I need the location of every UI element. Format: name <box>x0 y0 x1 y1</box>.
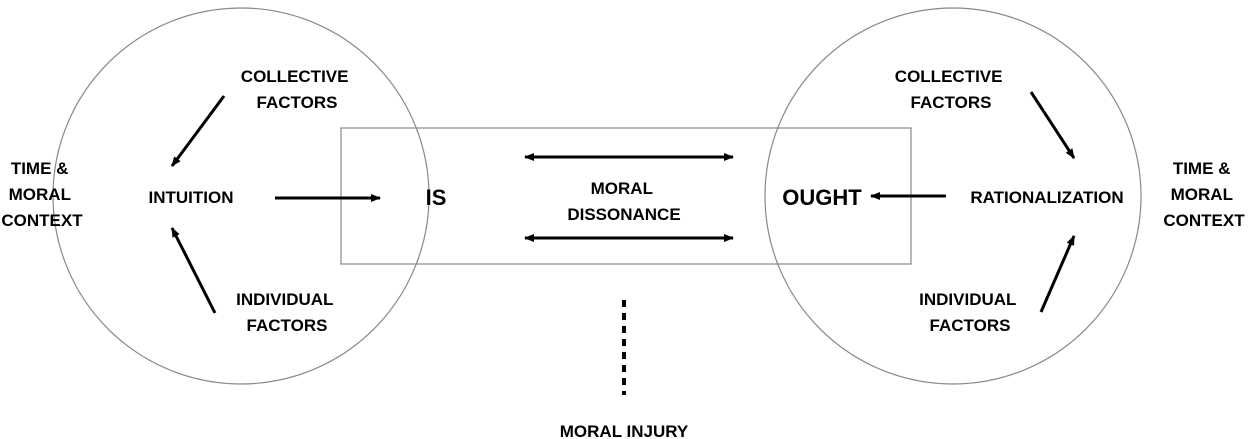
intuition-label: INTUITION <box>149 188 234 207</box>
ought-label: OUGHT <box>782 185 862 210</box>
moral-dissonance-label: MORAL DISSONANCE <box>567 179 680 224</box>
right-circle <box>764 7 1142 385</box>
left-context-label: TIME & MORAL CONTEXT <box>1 159 83 230</box>
arrow-collective-to-rationalization <box>1029 91 1076 159</box>
rationalization-label: RATIONALIZATION <box>970 188 1123 207</box>
left-circle <box>52 7 430 385</box>
arrow-individual-to-rationalization <box>1039 235 1076 313</box>
arrow-individual-to-intuition <box>170 227 217 314</box>
right-individual-factors-label: INDIVIDUAL FACTORS <box>919 290 1021 335</box>
moral-injury-label: MORAL INJURY <box>560 422 689 439</box>
right-context-label: TIME & MORAL CONTEXT <box>1163 159 1245 230</box>
arrow-collective-to-intuition <box>170 95 226 167</box>
right-collective-factors-label: COLLECTIVE FACTORS <box>895 67 1007 112</box>
left-individual-factors-label: INDIVIDUAL FACTORS <box>236 290 338 335</box>
is-label: IS <box>426 185 447 210</box>
left-collective-factors-label: COLLECTIVE FACTORS <box>241 67 353 112</box>
